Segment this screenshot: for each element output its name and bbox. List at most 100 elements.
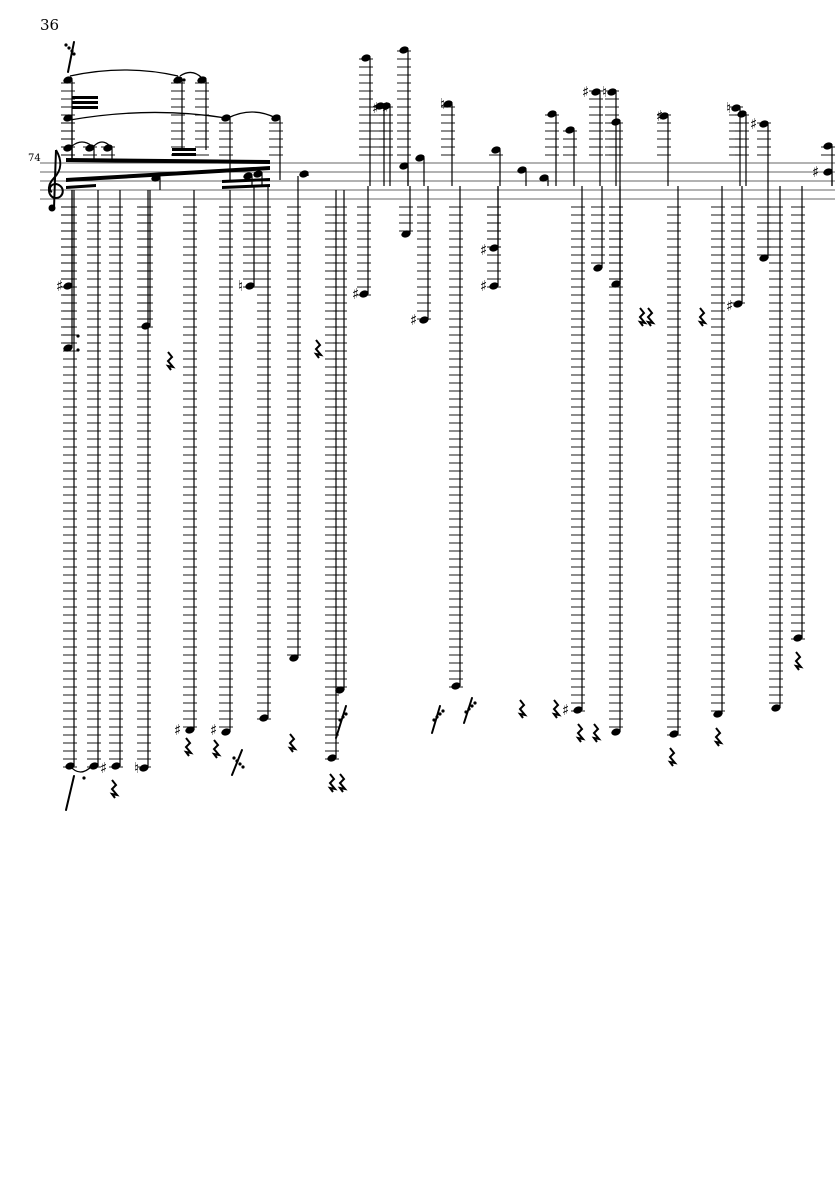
note-head <box>399 46 409 54</box>
quarter-rest <box>211 739 222 759</box>
sharp-icon: ♯ <box>812 163 819 181</box>
note-head <box>401 230 411 238</box>
quarter-rest <box>591 723 602 743</box>
note-head <box>771 704 781 712</box>
grace-dots <box>64 43 477 780</box>
note-head <box>565 126 575 134</box>
note-head <box>607 88 617 96</box>
note-head <box>517 166 527 174</box>
note-head <box>489 244 499 252</box>
note-head <box>733 300 743 308</box>
note-head <box>173 76 183 84</box>
note-head <box>197 76 207 84</box>
sharp-icon: ♯ <box>382 99 389 117</box>
note-head <box>611 118 621 126</box>
rest-marks <box>109 307 804 799</box>
natural-icon: ♮ <box>726 99 731 117</box>
note-head <box>415 154 425 162</box>
quarter-rest <box>327 773 338 793</box>
note-head <box>489 282 499 290</box>
natural-icon: ♮ <box>134 759 139 777</box>
sharp-icon: ♯ <box>56 277 63 295</box>
note-head <box>243 172 253 180</box>
sharp-icon: ♯ <box>410 311 417 329</box>
sharp-icon: ♯ <box>100 759 107 777</box>
note-head <box>759 254 769 262</box>
quarter-rest <box>287 733 298 753</box>
note-heads <box>63 46 833 772</box>
quarter-rest <box>183 737 194 757</box>
natural-icon: ♮ <box>602 83 607 101</box>
note-head <box>381 102 391 110</box>
note-head <box>759 120 769 128</box>
quarter-rest <box>337 773 348 793</box>
note-head <box>221 728 231 736</box>
quarter-rest <box>697 307 708 327</box>
sharp-icon: ♯ <box>480 277 487 295</box>
sharp-icon: ♯ <box>582 83 589 101</box>
note-head <box>593 264 603 272</box>
note-head <box>299 170 309 178</box>
note-head <box>399 162 409 170</box>
note-head <box>327 754 337 762</box>
note-head <box>63 282 73 290</box>
natural-icon: ♮ <box>238 277 243 295</box>
sharp-icon: ♯ <box>352 285 359 303</box>
quarter-rest <box>313 339 324 359</box>
sharp-icon: ♯ <box>562 701 569 719</box>
beams <box>66 96 270 189</box>
sharp-icon: ♯ <box>656 107 663 125</box>
note-head <box>253 170 263 178</box>
quarter-rest <box>637 307 648 327</box>
note-head <box>539 174 549 182</box>
note-head <box>359 290 369 298</box>
quarter-rest <box>793 651 804 671</box>
note-head <box>611 728 621 736</box>
note-head <box>823 142 833 150</box>
sharp-icon: ♯ <box>480 241 487 259</box>
note-head <box>591 88 601 96</box>
sharp-icon: ♯ <box>174 721 181 739</box>
note-head <box>451 682 461 690</box>
quarter-rest <box>165 351 176 371</box>
note-head <box>141 322 151 330</box>
note-head <box>185 726 195 734</box>
note-head <box>361 54 371 62</box>
note-head <box>659 112 669 120</box>
note-head <box>573 706 583 714</box>
note-head <box>419 316 429 324</box>
note-head <box>139 764 149 772</box>
sharp-icon: ♯ <box>726 297 733 315</box>
page-number: 36 <box>40 16 60 34</box>
sharp-icon: ♯ <box>750 115 757 133</box>
natural-icon: ♮ <box>440 95 445 113</box>
treble-clef-icon <box>48 149 64 212</box>
note-head <box>89 762 99 770</box>
note-head <box>669 730 679 738</box>
note-head <box>793 634 803 642</box>
note-head <box>63 344 73 352</box>
note-head <box>713 710 723 718</box>
note-head <box>63 76 73 84</box>
quarter-rest <box>667 747 678 767</box>
note-head <box>547 110 557 118</box>
note-head <box>259 714 269 722</box>
note-head <box>611 280 621 288</box>
note-head <box>245 282 255 290</box>
accidentals: ♯♯♮♯♯♮♯♯♯♯♮♯♯♯♯♮♯♯♮♯♯ <box>56 83 819 777</box>
note-head <box>85 144 95 152</box>
note-head <box>731 104 741 112</box>
note-head <box>443 100 453 108</box>
note-stems <box>71 50 833 768</box>
note-head <box>737 110 747 118</box>
note-head <box>289 654 299 662</box>
note-head <box>111 762 121 770</box>
note-head <box>335 686 345 694</box>
measure-number: 74 <box>28 153 41 164</box>
quarter-rest <box>575 723 586 743</box>
sharp-icon: ♯ <box>372 99 379 117</box>
quarter-rest <box>109 779 120 799</box>
ties <box>69 69 277 773</box>
note-head <box>491 146 501 154</box>
